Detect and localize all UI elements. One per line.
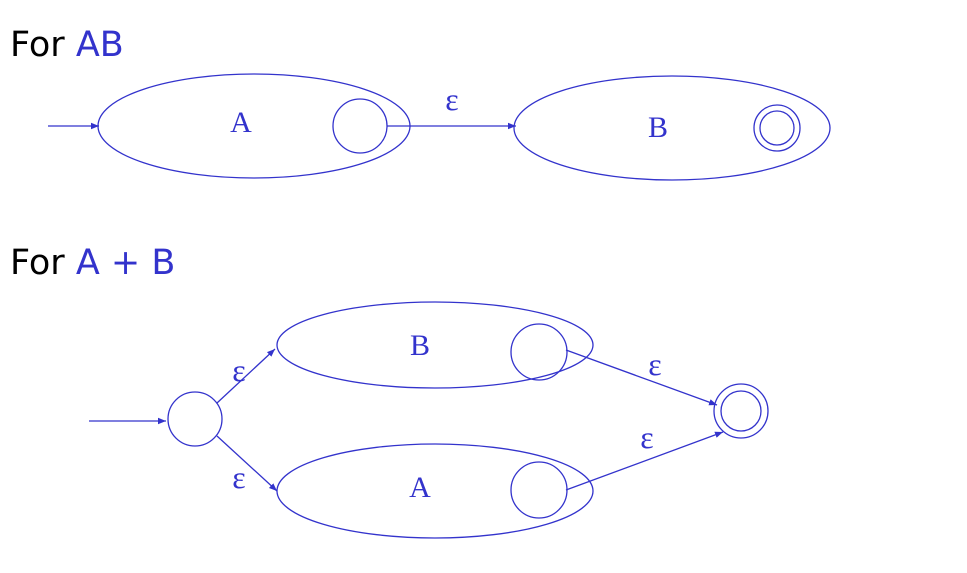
union-epsilon-from-b bbox=[565, 349, 718, 406]
heading-concat-prefix: For bbox=[10, 25, 76, 65]
union-epsilon-label-out-top: ε bbox=[648, 346, 661, 382]
union-start-state bbox=[167, 391, 223, 447]
heading-union-prefix: For bbox=[10, 243, 76, 283]
union-machine-b bbox=[276, 301, 594, 389]
union-label-b: B bbox=[410, 329, 430, 362]
union-epsilon-from-a bbox=[565, 431, 724, 491]
concat-group bbox=[48, 73, 831, 181]
heading-concat-expression: AB bbox=[75, 25, 124, 65]
concat-epsilon-label: ε bbox=[445, 81, 458, 117]
heading-union: For A + B bbox=[10, 246, 175, 281]
concat-label-b: B bbox=[648, 111, 668, 144]
union-epsilon-to-b bbox=[216, 348, 276, 404]
union-machine-a bbox=[276, 443, 594, 539]
union-epsilon-label-in-top: ε bbox=[232, 352, 245, 388]
concat-b-accept-inner bbox=[759, 110, 795, 146]
concat-machine-b bbox=[513, 75, 831, 181]
concat-a-final-state bbox=[332, 98, 388, 154]
concat-machine-a bbox=[97, 73, 411, 179]
union-epsilon-label-out-bottom: ε bbox=[640, 419, 653, 455]
union-a-final-state bbox=[510, 461, 568, 519]
union-b-final-state bbox=[510, 323, 568, 381]
union-label-a: A bbox=[409, 471, 431, 504]
union-accept-outer bbox=[713, 383, 769, 439]
heading-union-expression: A + B bbox=[75, 243, 176, 283]
union-group bbox=[89, 301, 769, 539]
concat-label-a: A bbox=[230, 106, 252, 139]
union-epsilon-label-in-bottom: ε bbox=[232, 459, 245, 495]
concat-b-accept-outer bbox=[753, 104, 801, 152]
union-epsilon-to-a bbox=[216, 435, 278, 492]
union-accept-inner bbox=[720, 390, 762, 432]
heading-concatenation: For AB bbox=[10, 28, 124, 63]
